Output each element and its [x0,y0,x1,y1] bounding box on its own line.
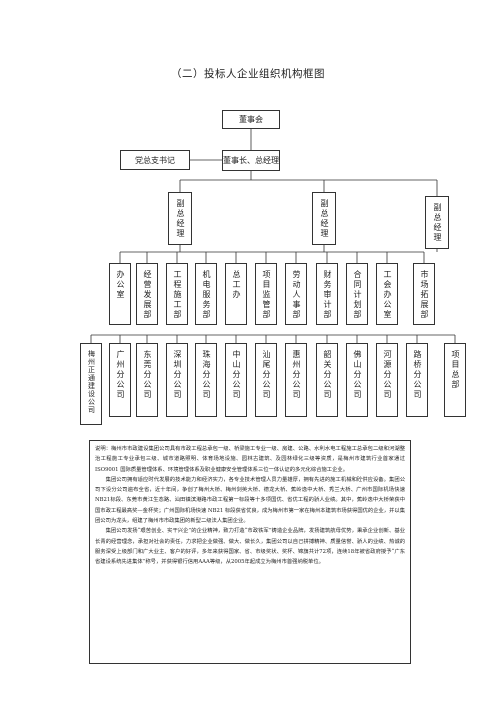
vice-gm-box-3: 副总经理 [425,196,449,249]
dept-box: 劳动人事部 [285,263,307,325]
dept-box: 财务审计部 [316,263,338,325]
description-box: 说明：梅州市市政建设集团公司具有市政工程总承包一级、桥梁施工专业一级、房建、公路… [89,440,411,664]
board-box: 董事会 [222,110,280,129]
branch-label: 惠州分公司 [292,350,301,400]
branch-label: 韶关分公司 [323,350,332,400]
branch-label: 深圳分公司 [173,350,182,400]
page-title: （二）投标人企业组织机构框图 [171,68,325,80]
vice-gm-box-2: 副总经理 [312,192,336,245]
branch-label: 珠海分公司 [202,350,211,400]
chairman-label: 董事长、总经理 [223,156,279,165]
dept-box: 机电服务部 [195,263,217,325]
branch-box: 项目总部 [444,343,466,417]
branch-box: 汕尾分公司 [255,343,277,417]
dept-box: 工程施工部 [166,263,188,325]
dept-label: 项目监管部 [262,270,271,320]
vice-gm-label-1: 副总经理 [176,199,185,239]
dept-label: 劳动人事部 [292,270,301,320]
dept-box: 经营发展部 [136,263,158,325]
dept-box: 总工办 [225,263,247,325]
dept-label: 市场拓展部 [420,270,429,320]
dept-label: 财务审计部 [323,270,332,320]
branch-box: 路桥分公司 [406,343,428,417]
dept-label: 工程施工部 [173,270,182,320]
branch-label: 东莞分公司 [143,350,152,400]
chairman-box: 董事长、总经理 [222,150,280,171]
branch-label: 中山分公司 [232,350,241,400]
branch-label: 路桥分公司 [413,350,422,400]
dept-label: 经营发展部 [143,270,152,320]
vice-gm-label-3: 副总经理 [433,203,442,243]
dept-label: 总工办 [232,270,241,300]
branch-box: 珠海分公司 [195,343,217,417]
branch-box: 深圳分公司 [166,343,188,417]
dept-label: 办公室 [116,270,125,300]
dept-box: 市场拓展部 [413,263,435,325]
vice-gm-label-2: 副总经理 [320,199,329,239]
branch-box: 梅州正通建设公司 [80,343,102,425]
vice-gm-box-1: 副总经理 [168,192,192,245]
branch-label: 梅州正通建设公司 [87,350,96,414]
branch-label: 佛山分公司 [353,350,362,400]
dept-label: 工会办公室 [383,270,392,320]
branch-label: 河源分公司 [383,350,392,400]
branch-box: 韶关分公司 [316,343,338,417]
description-paragraph: 集团公司发扬“艰苦创业、实干兴企”的企业精神，致力打造“市政铁军”铸造企业品牌，… [95,528,405,566]
description-paragraph: 说明：梅州市市政建设集团公司具有市政工程总承包一级、桥梁施工专业一级、房建、公路… [95,446,405,473]
branch-box: 河源分公司 [376,343,398,417]
dept-box: 工会办公室 [376,263,398,325]
board-label: 董事会 [239,115,263,124]
dept-box: 项目监管部 [255,263,277,325]
branch-box: 惠州分公司 [285,343,307,417]
branch-box: 广州分公司 [109,343,131,417]
dept-label: 合同计划部 [353,270,362,320]
branch-label: 项目总部 [451,350,460,390]
description-paragraph: 集团公司拥有适应时代发展的技术能力和经济实力，各专业技术管理人员力量雄厚，拥有先… [95,476,405,525]
branch-label: 汕尾分公司 [262,350,271,400]
branch-box: 东莞分公司 [136,343,158,417]
dept-label: 机电服务部 [202,270,211,320]
party-secretary-box: 党总支书记 [120,150,190,170]
branch-box: 中山分公司 [225,343,247,417]
branch-box: 佛山分公司 [346,343,368,417]
branch-label: 广州分公司 [116,350,125,400]
party-secretary-label: 党总支书记 [135,155,175,165]
dept-box: 办公室 [109,263,131,325]
dept-box: 合同计划部 [346,263,368,325]
